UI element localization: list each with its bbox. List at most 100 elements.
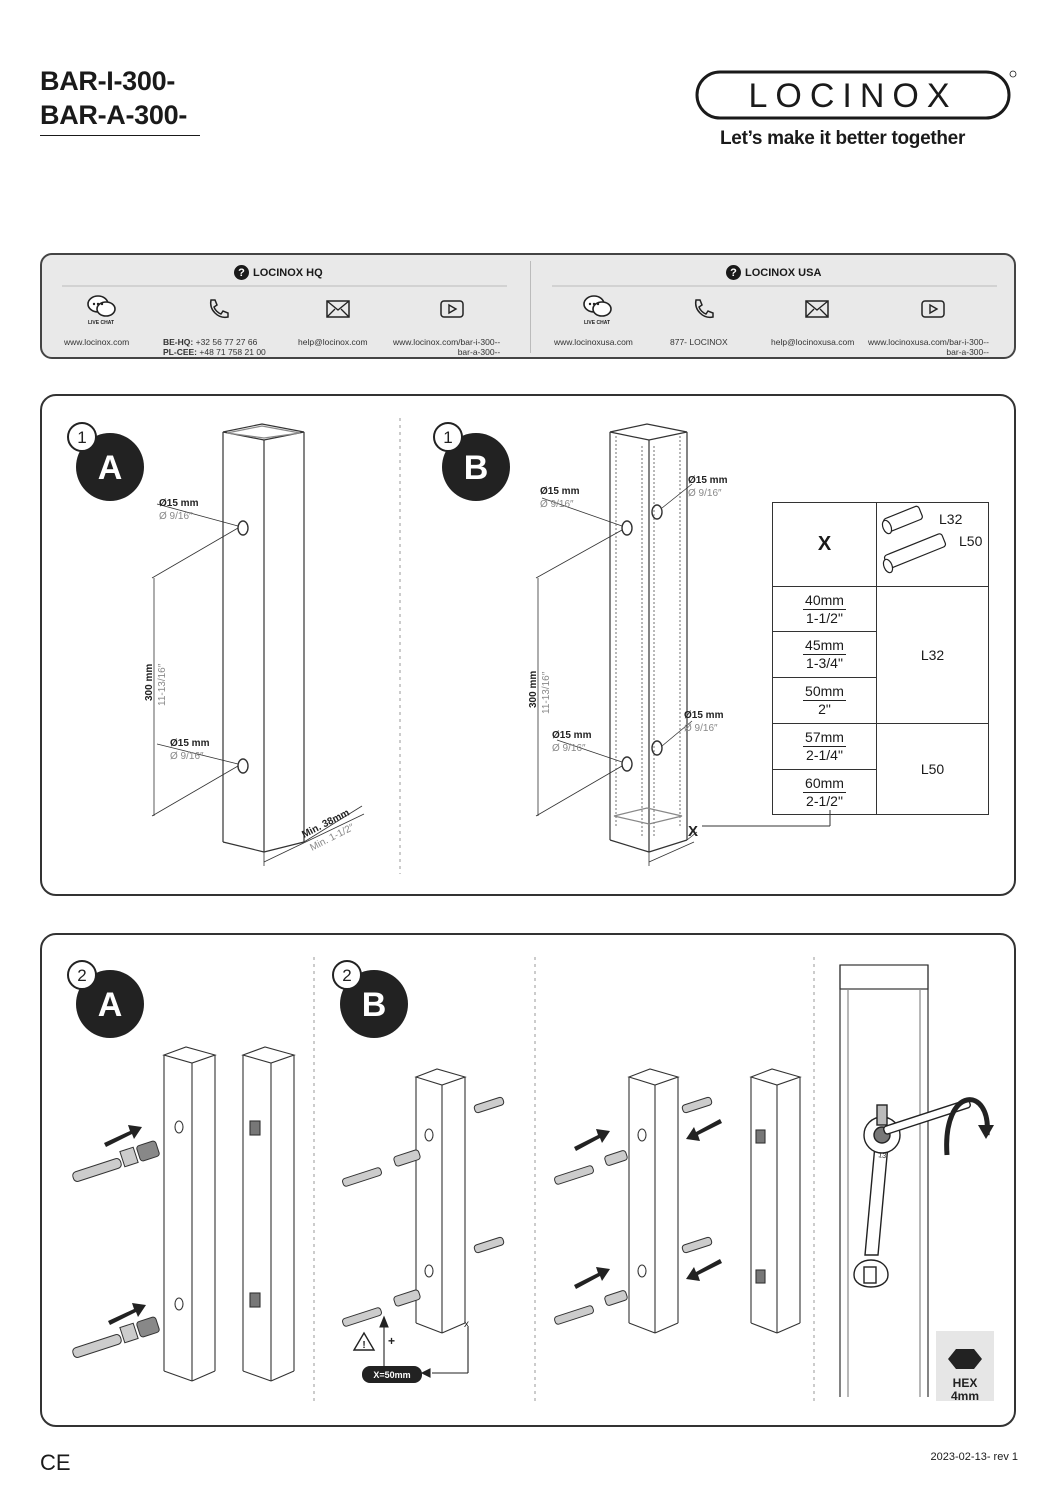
section-2b-fasteners: [342, 1096, 505, 1327]
step-2b-number: 2: [342, 966, 351, 985]
post-b-hole-right-top-mm: Ø15 mm: [688, 475, 728, 486]
hex-key-icon: [883, 1099, 971, 1135]
usa-title-text: LOCINOX USA: [745, 266, 822, 279]
section-assembly-fasteners: [554, 1096, 713, 1325]
step-2b-badge: 2 B: [332, 960, 408, 1038]
locinox-logo: LOCINOX: [695, 70, 1017, 120]
x50-dimension: [379, 1315, 469, 1378]
step-1a-badge: 1 A: [67, 422, 144, 501]
usa-rule: [552, 285, 997, 287]
post-a-drawing: [151, 423, 365, 866]
usa-video-link[interactable]: www.locinoxusa.com/bar-i-300-- bar-a-300…: [868, 337, 989, 357]
row-mm: 45mm: [803, 637, 846, 655]
post-b-hole-left-top-mm: Ø15 mm: [540, 486, 580, 497]
post-a-hole-top-mm: Ø15 mm: [159, 498, 199, 509]
usa-email-link[interactable]: help@locinoxusa.com: [771, 337, 855, 347]
post-b-drawing: [535, 423, 831, 866]
section-2b-post: [414, 1068, 467, 1334]
live-chat-label: LIVE CHAT: [584, 320, 610, 326]
row-mm: 60mm: [803, 774, 846, 793]
email-icon[interactable]: [325, 299, 351, 319]
post-b-x-marker: X: [688, 823, 698, 840]
section-2a-fasteners: [72, 1140, 160, 1358]
hex-label: HEX: [953, 1376, 978, 1390]
logo-text: LOCINOX: [748, 77, 957, 115]
step-2b-letter: B: [362, 986, 387, 1024]
help-icon: ?: [234, 265, 249, 280]
post-b-hole-right-bottom-mm: Ø15 mm: [684, 710, 724, 721]
video-icon[interactable]: [439, 299, 465, 319]
video-icon[interactable]: [920, 299, 946, 319]
table-cell-l50: L50: [876, 723, 989, 815]
rotate-arrowhead-icon: [978, 1125, 994, 1139]
usa-website-link[interactable]: www.locinoxusa.com: [554, 337, 633, 347]
pl-cee-label: PL-CEE:: [163, 347, 197, 357]
plus-sign: +: [388, 1334, 395, 1348]
table-cell-l32: L32: [876, 586, 989, 724]
row-inch: 2": [818, 701, 831, 717]
step-2a-letter: A: [98, 986, 123, 1024]
step-2a-badge: 2 A: [67, 960, 144, 1038]
table-header-l50: L50: [959, 533, 983, 549]
row-mm: 57mm: [803, 729, 846, 747]
hq-phone-numbers[interactable]: BE-HQ: +32 56 77 27 66 PL-CEE: +48 71 75…: [163, 337, 266, 357]
usa-phone[interactable]: 877- LOCINOX: [670, 337, 728, 347]
post-a-hole-bottom-mm: Ø15 mm: [170, 738, 210, 749]
row-inch: 2-1/2": [806, 792, 843, 809]
row-inch: 1-1/2": [806, 609, 843, 626]
be-hq-label: BE-HQ:: [163, 337, 194, 347]
post-b-spacing-mm: 300 mm: [528, 671, 539, 708]
contact-panel: ? LOCINOX HQ ? LOCINOX USA LIVE CHAT LIV…: [40, 253, 1016, 359]
hexagon-icon: [948, 1349, 982, 1369]
section-2b-x-marker: x: [464, 1319, 469, 1330]
rotate-arrow-icon: [944, 1097, 990, 1156]
phone-icon[interactable]: [691, 297, 715, 321]
table-header-l32: L32: [939, 511, 963, 527]
usa-title: ? LOCINOX USA: [726, 265, 821, 280]
row-mm: 40mm: [803, 591, 846, 610]
section-2a-posts: [162, 1046, 296, 1382]
row-inch: 1-3/4": [806, 655, 843, 671]
revision-date: 2023-02-13- rev 1: [930, 1451, 1018, 1463]
help-icon: ?: [726, 265, 741, 280]
row-mm: 50mm: [803, 683, 846, 701]
svg-text:!: !: [362, 1340, 365, 1351]
tagline: Let’s make it better together: [720, 128, 966, 149]
title-bar-a-300: BAR-A-300-: [40, 100, 188, 130]
hq-email-link[interactable]: help@locinox.com: [298, 337, 368, 347]
post-a-spacing-in: 11-13/16″: [157, 663, 168, 706]
arrow-icon: [104, 1125, 146, 1325]
hq-title: ? LOCINOX HQ: [234, 265, 323, 280]
post-b-hole-right-bottom-in: Ø 9/16″: [684, 723, 718, 734]
post-b-spacing-in: 11-13/16″: [541, 671, 552, 714]
step-1a-number: 1: [77, 428, 86, 447]
ce-mark: CE: [40, 1450, 71, 1475]
contact-divider: [530, 261, 531, 353]
live-chat-icon[interactable]: LIVE CHAT: [580, 293, 616, 327]
section-assembly-posts: [627, 1068, 802, 1334]
post-a-hole-top-in: Ø 9/16″: [159, 511, 193, 522]
pl-cee-phone: +48 71 758 21 00: [199, 347, 266, 357]
title-underline: [40, 135, 200, 136]
hq-video-line1: www.locinox.com/bar-i-300--: [393, 337, 501, 347]
usa-video-line2: bar-a-300--: [946, 347, 989, 357]
post-b-hole-left-top-in: Ø 9/16″: [540, 499, 574, 510]
step2-panel: 2 A 2 B: [40, 933, 1016, 1427]
hq-video-link[interactable]: www.locinox.com/bar-i-300-- bar-a-300--: [393, 337, 500, 357]
hq-website-link[interactable]: www.locinox.com: [64, 337, 130, 347]
x50-label: X=50mm: [373, 1370, 410, 1380]
hq-title-text: LOCINOX HQ: [253, 266, 323, 279]
phone-icon[interactable]: [206, 297, 230, 321]
wrench-size-mark: 13: [878, 1152, 887, 1160]
step-1b-badge: 1 B: [433, 422, 510, 501]
live-chat-label: LIVE CHAT: [88, 320, 114, 326]
step2-drawing: 2 A 2 B: [67, 957, 994, 1405]
table-header-x: X: [772, 502, 877, 587]
live-chat-icon[interactable]: LIVE CHAT: [84, 293, 120, 327]
hq-video-line2: bar-a-300--: [457, 347, 501, 357]
email-icon[interactable]: [804, 299, 830, 319]
step-2a-number: 2: [77, 966, 86, 985]
